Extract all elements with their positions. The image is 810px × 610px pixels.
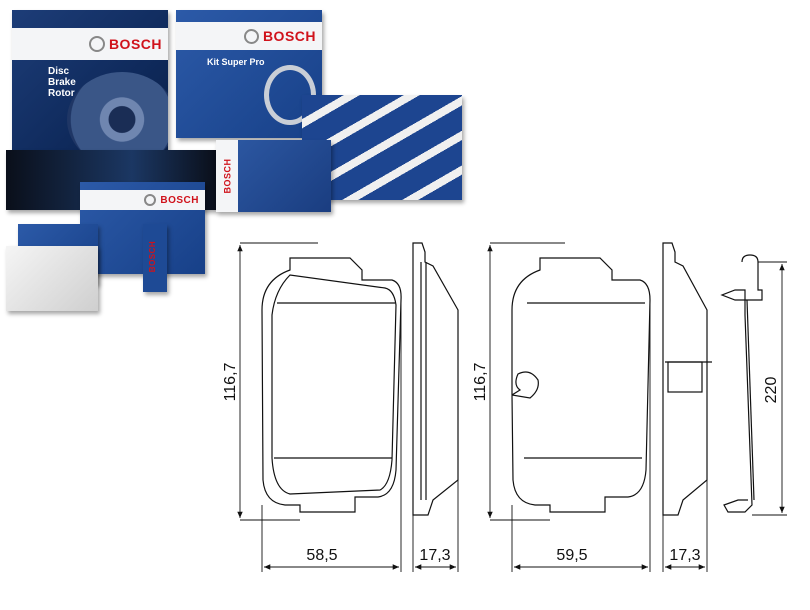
- brake-pads-box: BOSCH: [216, 140, 331, 212]
- box-header: BOSCH: [176, 22, 322, 50]
- disc-brake-rotor-box: BOSCH Disc Brake Rotor: [12, 10, 168, 162]
- pad1-friction: [271, 274, 397, 495]
- brand-label: BOSCH: [160, 194, 199, 206]
- kit-box-title: Kit Super Pro: [207, 57, 265, 67]
- pad2-width-label: 59,5: [556, 547, 587, 564]
- pad2-outline: [511, 257, 651, 513]
- sensor-length-label: 220: [763, 377, 780, 404]
- box-side-band: BOSCH: [216, 140, 238, 212]
- rotor-title-line: Disc: [48, 66, 70, 77]
- spark-plug-box: BOSCH: [80, 182, 205, 274]
- pad1-width-label: 58,5: [306, 547, 337, 564]
- rotor-box-title: Disc Brake Rotor: [48, 66, 76, 99]
- bosch-logo-icon: [88, 36, 105, 52]
- bosch-logo-icon: [144, 194, 157, 206]
- brake-disc-image: [67, 72, 168, 162]
- pad1-outline: [261, 257, 402, 513]
- wear-sensor: [720, 254, 763, 513]
- pad2-thickness-label: 17,3: [669, 547, 700, 564]
- pad1-side-view: [412, 242, 459, 516]
- pad1-thickness-label: 17,3: [419, 547, 450, 564]
- brand-label: BOSCH: [262, 28, 316, 44]
- pad2-height-label: 116,7: [472, 362, 489, 401]
- white-part-box: [6, 246, 98, 311]
- box-header: BOSCH: [80, 190, 205, 210]
- box-header: BOSCH: [12, 28, 168, 60]
- rotor-title-line: Brake: [48, 77, 76, 88]
- bosch-logo-icon: [243, 28, 259, 44]
- pad1-height-label: 116,7: [222, 362, 239, 401]
- spark-plug-small-box: BOSCH: [143, 224, 167, 292]
- rotor-title-line: Rotor: [48, 88, 75, 99]
- pad2-side-view: [662, 242, 708, 516]
- brand-label: BOSCH: [108, 36, 162, 52]
